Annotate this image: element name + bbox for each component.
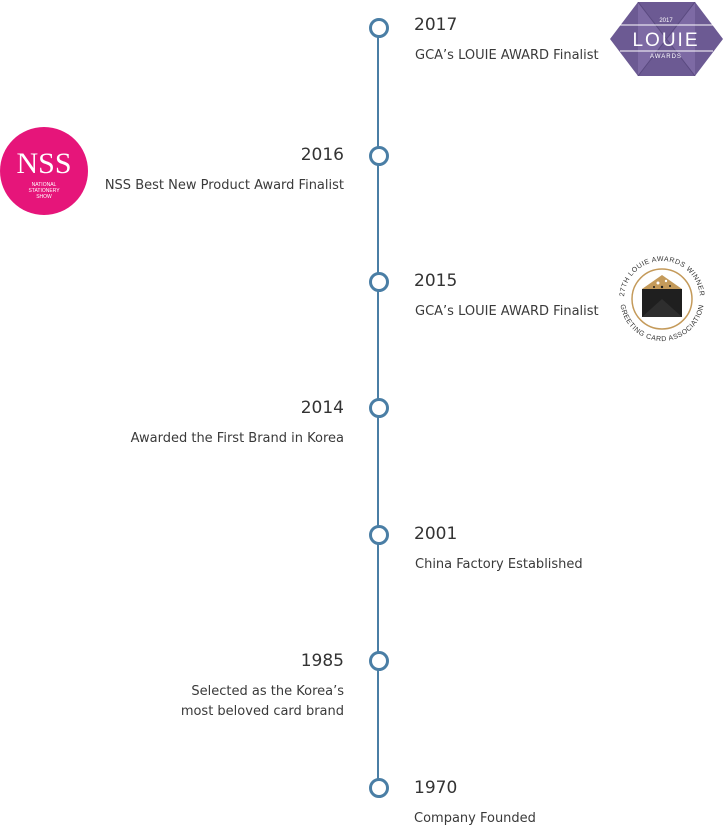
louie-27th-winner-badge: 27TH LOUIE AWARDS WINNER GREETING CARD A… — [612, 249, 712, 353]
event-text-2001: China Factory Established — [415, 557, 583, 572]
timeline-node-2014 — [369, 398, 389, 418]
event-text-1985-line1: Selected as the Korea’s — [191, 684, 344, 699]
svg-text:NATIONAL: NATIONAL — [32, 182, 57, 188]
event-year-2016: 2016 — [300, 145, 344, 165]
event-text-1970: Company Founded — [414, 811, 536, 826]
timeline-node-1985 — [369, 651, 389, 671]
event-text-2016: NSS Best New Product Award Finalist — [104, 178, 344, 193]
timeline-node-2015 — [369, 272, 389, 292]
nss-badge-graphic: NSS NATIONAL STATIONERY SHOW — [0, 127, 88, 215]
timeline-node-2001 — [369, 525, 389, 545]
event-year-2017: 2017 — [414, 15, 458, 35]
timeline-node-2016 — [369, 146, 389, 166]
svg-text:SHOW: SHOW — [36, 194, 52, 200]
event-year-1985: 1985 — [300, 651, 344, 671]
svg-text:AWARDS: AWARDS — [650, 54, 682, 60]
svg-text:LOUIE: LOUIE — [632, 30, 699, 51]
event-text-2017: GCA’s LOUIE AWARD Finalist — [415, 48, 599, 63]
louie-award-2017-badge: 2017 LOUIE AWARDS — [610, 1, 723, 80]
event-text-2015: GCA’s LOUIE AWARD Finalist — [415, 304, 599, 319]
event-year-1970: 1970 — [414, 778, 458, 798]
event-year-2001: 2001 — [414, 524, 458, 544]
svg-text:NSS: NSS — [16, 147, 71, 180]
svg-text:STATIONERY: STATIONERY — [28, 188, 60, 194]
louie-27th-badge-graphic: 27TH LOUIE AWARDS WINNER GREETING CARD A… — [614, 251, 710, 347]
nss-badge: NSS NATIONAL STATIONERY SHOW — [0, 127, 88, 219]
event-text-2014: Awarded the First Brand in Korea — [130, 431, 344, 446]
timeline-node-2017 — [369, 18, 389, 38]
event-text-1985-line2: most beloved card brand — [180, 704, 344, 719]
event-year-2014: 2014 — [300, 398, 344, 418]
svg-text:2017: 2017 — [659, 18, 673, 24]
event-year-2015: 2015 — [414, 271, 458, 291]
timeline-node-1970 — [369, 778, 389, 798]
louie-badge-graphic: 2017 LOUIE AWARDS — [610, 1, 723, 77]
